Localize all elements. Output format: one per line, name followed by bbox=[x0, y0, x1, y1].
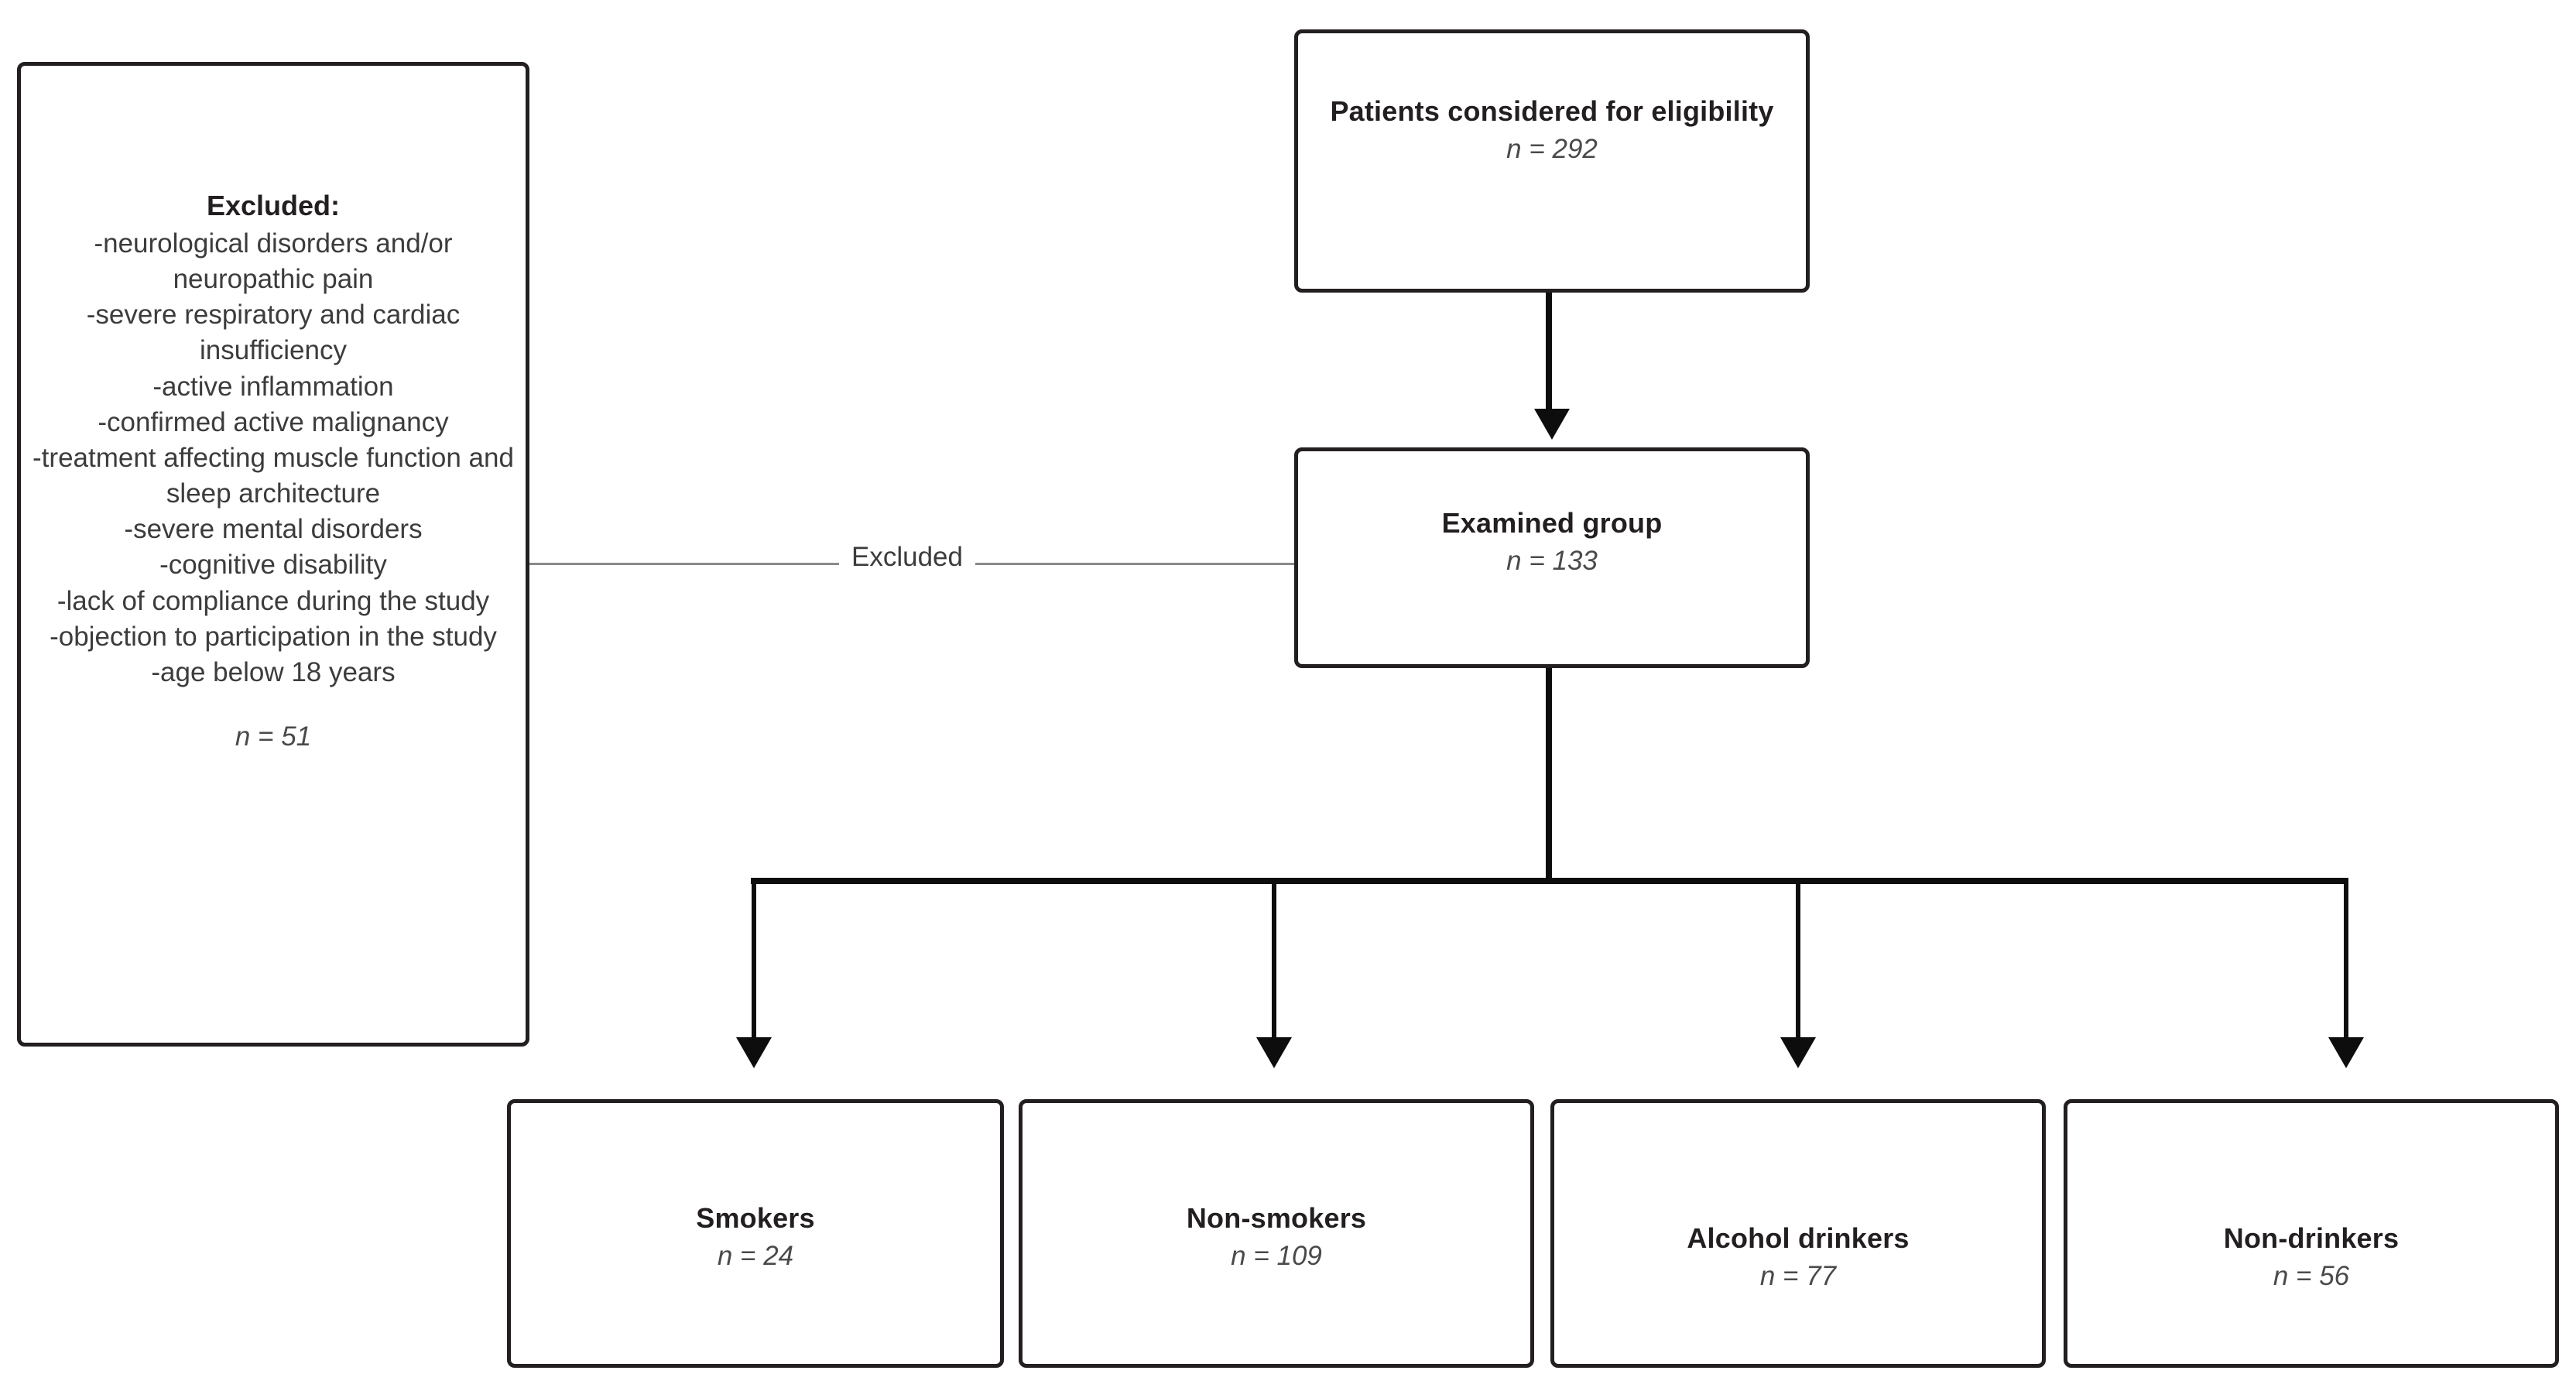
non-drinkers-count: n = 56 bbox=[2273, 1261, 2350, 1292]
eligibility-box: Patients considered for eligibility n = … bbox=[1294, 29, 1810, 293]
excluded-item: -lack of compliance during the study bbox=[57, 585, 490, 616]
connector-branch-to-non-drinkers bbox=[2344, 878, 2348, 1044]
connector-branch-to-smokers bbox=[752, 878, 756, 1044]
alcohol-drinkers-content: Alcohol drinkers n = 77 bbox=[1567, 1221, 2030, 1294]
eligibility-title: Patients considered for eligibility bbox=[1330, 95, 1774, 127]
excluded-content: Excluded: -neurological disorders and/or… bbox=[32, 188, 515, 752]
excluded-count: n = 51 bbox=[235, 721, 312, 752]
smokers-box: Smokers n = 24 bbox=[507, 1099, 1004, 1368]
arrow-head-icon bbox=[1780, 1037, 1816, 1068]
eligibility-content: Patients considered for eligibility n = … bbox=[1330, 94, 1773, 167]
examined-group-count: n = 133 bbox=[1506, 546, 1598, 577]
connector-eligibility-to-examined bbox=[1546, 293, 1552, 416]
non-drinkers-title: Non-drinkers bbox=[2223, 1222, 2400, 1254]
alcohol-drinkers-title: Alcohol drinkers bbox=[1687, 1222, 1910, 1254]
examined-group-content: Examined group n = 133 bbox=[1442, 505, 1663, 579]
eligibility-count: n = 292 bbox=[1506, 134, 1598, 165]
smokers-title: Smokers bbox=[696, 1202, 815, 1234]
examined-group-box: Examined group n = 133 bbox=[1294, 447, 1810, 668]
non-smokers-box: Non-smokers n = 109 bbox=[1019, 1099, 1534, 1368]
excluded-item: -severe respiratory and cardiac insuffic… bbox=[86, 300, 461, 366]
non-smokers-content: Non-smokers n = 109 bbox=[1035, 1201, 1518, 1274]
connector-branch-to-non-smokers bbox=[1272, 878, 1276, 1044]
connector-branch-to-alcohol-drinkers bbox=[1796, 878, 1800, 1044]
excluded-criteria-box: Excluded: -neurological disorders and/or… bbox=[17, 62, 529, 1047]
non-drinkers-box: Non-drinkers n = 56 bbox=[2064, 1099, 2559, 1368]
arrow-head-icon bbox=[2328, 1037, 2364, 1068]
arrow-head-icon bbox=[1534, 409, 1570, 440]
non-smokers-count: n = 109 bbox=[1231, 1241, 1322, 1272]
examined-group-title: Examined group bbox=[1441, 507, 1663, 539]
arrow-head-icon bbox=[736, 1037, 772, 1068]
branch-distribution-bar bbox=[751, 878, 2348, 884]
excluded-item: -cognitive disability bbox=[159, 550, 387, 581]
non-smokers-title: Non-smokers bbox=[1186, 1202, 1367, 1234]
excluded-item: -severe mental disorders bbox=[124, 514, 423, 545]
smokers-count: n = 24 bbox=[717, 1241, 794, 1272]
excluded-item: -treatment affecting muscle function and… bbox=[33, 442, 514, 509]
excluded-connector-right-segment bbox=[975, 563, 1294, 565]
excluded-item: -active inflammation bbox=[152, 371, 394, 402]
connector-examined-to-branch bbox=[1546, 668, 1552, 884]
excluded-item: -confirmed active malignancy bbox=[98, 406, 449, 437]
alcohol-drinkers-count: n = 77 bbox=[1759, 1261, 1837, 1292]
arrow-head-icon bbox=[1256, 1037, 1292, 1068]
excluded-item: -neurological disorders and/or neuropath… bbox=[94, 228, 453, 294]
excluded-heading: Excluded: bbox=[206, 190, 341, 221]
non-drinkers-content: Non-drinkers n = 56 bbox=[2080, 1221, 2543, 1294]
excluded-item: -objection to participation in the study bbox=[50, 621, 497, 652]
excluded-edge-label: Excluded bbox=[839, 543, 975, 570]
smokers-content: Smokers n = 24 bbox=[523, 1201, 988, 1274]
excluded-item: -age below 18 years bbox=[151, 657, 396, 688]
excluded-connector-left-segment bbox=[529, 563, 839, 565]
alcohol-drinkers-box: Alcohol drinkers n = 77 bbox=[1550, 1099, 2046, 1368]
